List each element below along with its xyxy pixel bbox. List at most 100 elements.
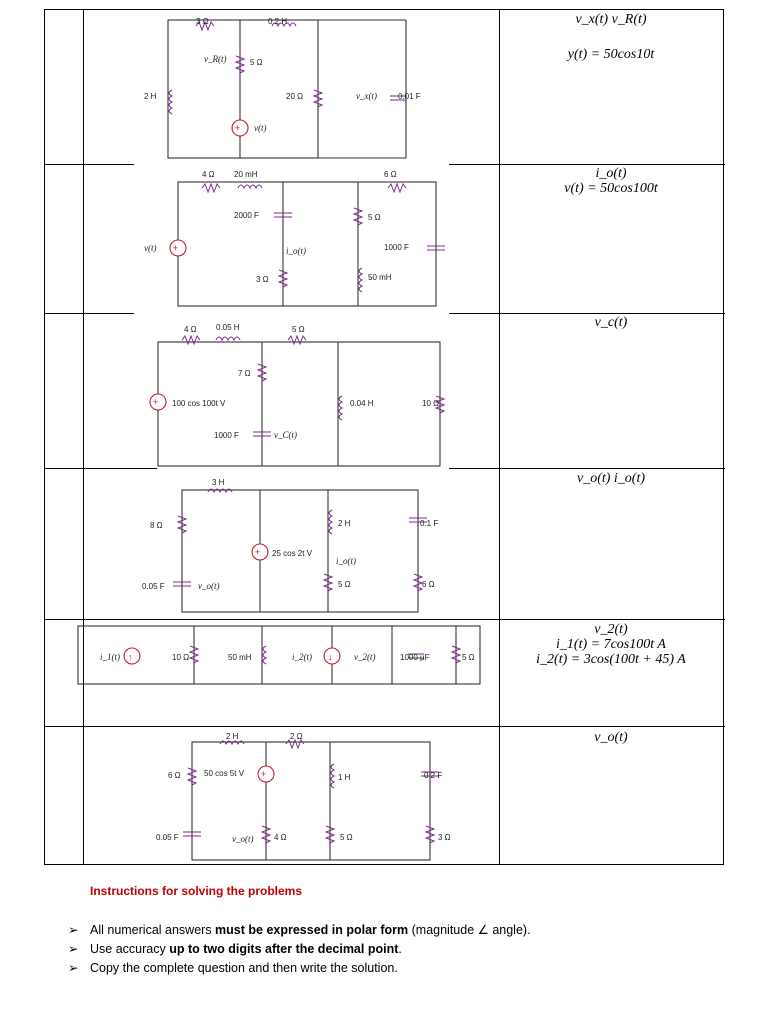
- label-r3: 7 Ω: [238, 369, 251, 378]
- circuit-1: + 3 Ω 0.2 H 5 Ω v_R(t) 2 H 20 Ω v_x(t) 0…: [88, 14, 498, 159]
- label-vr: v_R(t): [204, 54, 227, 64]
- label-r3: 5 Ω: [368, 213, 381, 222]
- label-c2: 0.05 F: [142, 582, 165, 591]
- arrow-bullet-icon: ➢: [68, 923, 79, 937]
- label-c1: 0.1 F: [420, 519, 438, 528]
- label-i1: i_1(t): [100, 652, 120, 662]
- label-c1: 0.2 F: [424, 771, 442, 780]
- label-r1: 10 Ω: [172, 653, 189, 662]
- label-c1: 1000 μF: [400, 653, 430, 662]
- answer-line: v_2(t): [594, 622, 628, 637]
- instruction-bullet-3: ➢ Copy the complete question and then wri…: [68, 960, 398, 975]
- answer-row-4: v_o(t) i_o(t): [500, 471, 722, 486]
- label-r3: 20 Ω: [286, 92, 303, 101]
- label-r2: 5 Ω: [462, 653, 475, 662]
- circuit-3: + 4 Ω 0.05 H 5 Ω 7 Ω 100 cos 100t V 1000…: [88, 314, 498, 467]
- label-r1: 2 Ω: [290, 732, 303, 741]
- label-r3: 4 Ω: [274, 833, 287, 842]
- label-r1: 3 Ω: [196, 17, 209, 26]
- svg-text:+: +: [173, 243, 178, 253]
- svg-text:+: +: [153, 397, 158, 407]
- circuit-5: ↑ ↓ i_1(t) 10 Ω 50 mH i_2(t) v_2(t) 1000…: [48, 620, 498, 716]
- arrow-bullet-icon: ➢: [68, 942, 79, 956]
- label-r2: 6 Ω: [168, 771, 181, 780]
- svg-text:+: +: [261, 769, 266, 779]
- label-c1: 1000 F: [214, 431, 239, 440]
- label-l2: 2 H: [338, 519, 351, 528]
- label-r5: 3 Ω: [438, 833, 451, 842]
- label-l2: 2 H: [144, 92, 157, 101]
- label-r4: 5 Ω: [340, 833, 353, 842]
- answer-line: y(t) = 50cos10t: [567, 47, 655, 62]
- label-l2: 0.04 H: [350, 399, 374, 408]
- label-l1: 0.05 H: [216, 323, 240, 332]
- answer-row-6: v_o(t): [500, 730, 722, 745]
- label-l2: 50 mH: [368, 273, 392, 282]
- row-divider-2a: [45, 313, 134, 314]
- label-l1: 3 H: [212, 478, 225, 487]
- label-r3: 6 Ω: [422, 580, 435, 589]
- label-vo: v_o(t): [232, 834, 254, 844]
- bullet-bold: up to two digits after the decimal point: [169, 942, 399, 956]
- bullet-text: All numerical answers: [90, 923, 216, 937]
- label-vs: 25 cos 2t V: [272, 549, 313, 558]
- label-c2: 1000 F: [384, 243, 409, 252]
- answer-line: i_2(t) = 3cos(100t + 45) A: [536, 652, 686, 667]
- answer-line: i_1(t) = 7cos100t A: [556, 637, 666, 652]
- instruction-bullet-2: ➢ Use accuracy up to two digits after the…: [68, 941, 402, 956]
- label-r1: 4 Ω: [202, 170, 215, 179]
- svg-text:↑: ↑: [128, 652, 133, 662]
- svg-text:↓: ↓: [328, 652, 333, 662]
- label-vs: v(t): [144, 243, 157, 253]
- row-divider-3b: [449, 468, 725, 469]
- row-divider-3a: [45, 468, 157, 469]
- label-vs: 100 cos 100t V: [172, 399, 226, 408]
- circuit-6: + 2 H 2 Ω 6 Ω 50 cos 5t V 1 H 0.2 F 0.05…: [88, 728, 498, 862]
- label-r2: 5 Ω: [250, 58, 263, 67]
- label-r2: 5 Ω: [338, 580, 351, 589]
- circuit-4: + 3 H 8 Ω 2 H 0.1 F 25 cos 2t V i_o(t) 0…: [88, 474, 498, 614]
- row-divider-5: [45, 726, 725, 727]
- row-divider-1b: [449, 164, 725, 165]
- row-divider-1a: [45, 164, 134, 165]
- label-vs: v(t): [254, 123, 267, 133]
- arrow-bullet-icon: ➢: [68, 961, 79, 975]
- instructions-title: Instructions for solving the problems: [90, 884, 303, 898]
- svg-text:+: +: [255, 547, 260, 557]
- circuit-2: + 4 Ω 20 mH 6 Ω 2000 F 5 Ω i_o(t) 1000 F…: [88, 164, 498, 309]
- row-divider-2b: [449, 313, 725, 314]
- answer-row-2: i_o(t) v(t) = 50cos100t: [500, 166, 722, 196]
- label-vo: v_o(t): [198, 581, 220, 591]
- label-l1: 50 mH: [228, 653, 252, 662]
- label-vs: 50 cos 5t V: [204, 769, 245, 778]
- bullet-text: Use accuracy: [90, 942, 170, 956]
- answer-line: i_o(t): [595, 166, 627, 181]
- answer-line: v_o(t) i_o(t): [576, 471, 646, 486]
- label-l1: 20 mH: [234, 170, 258, 179]
- instruction-bullet-1: ➢All numerical answers must be expressed…: [68, 922, 531, 937]
- label-io: i_o(t): [336, 556, 356, 566]
- label-l1: 0.2 H: [268, 17, 287, 26]
- label-r1: 8 Ω: [150, 521, 163, 530]
- label-r1: 4 Ω: [184, 325, 197, 334]
- problem-table: [44, 9, 725, 865]
- column-divider-number: [83, 10, 84, 864]
- bullet-text: (magnitude ∠ angle).: [408, 923, 531, 937]
- bullet-text: Copy the complete question and then writ…: [90, 961, 398, 975]
- label-vx: v_x(t): [356, 91, 377, 101]
- label-io: i_o(t): [286, 246, 306, 256]
- answer-line: v(t) = 50cos100t: [564, 181, 658, 196]
- answer-line: v_x(t) v_R(t): [575, 12, 647, 27]
- answer-row-3: v_c(t): [500, 315, 722, 330]
- label-c1: 0.01 F: [398, 92, 421, 101]
- label-r4: 3 Ω: [256, 275, 269, 284]
- label-vc: v_C(t): [274, 430, 297, 440]
- row-divider-4: [45, 619, 725, 620]
- label-c2: 0.05 F: [156, 833, 179, 842]
- label-l2: 1 H: [338, 773, 351, 782]
- column-divider-answer: [499, 10, 500, 864]
- label-r2: 6 Ω: [384, 170, 397, 179]
- answer-row-5: v_2(t) i_1(t) = 7cos100t A i_2(t) = 3cos…: [500, 622, 722, 667]
- answer-row-1: v_x(t) v_R(t) y(t) = 50cos10t: [500, 12, 722, 62]
- label-r4: 10 Ω: [422, 399, 439, 408]
